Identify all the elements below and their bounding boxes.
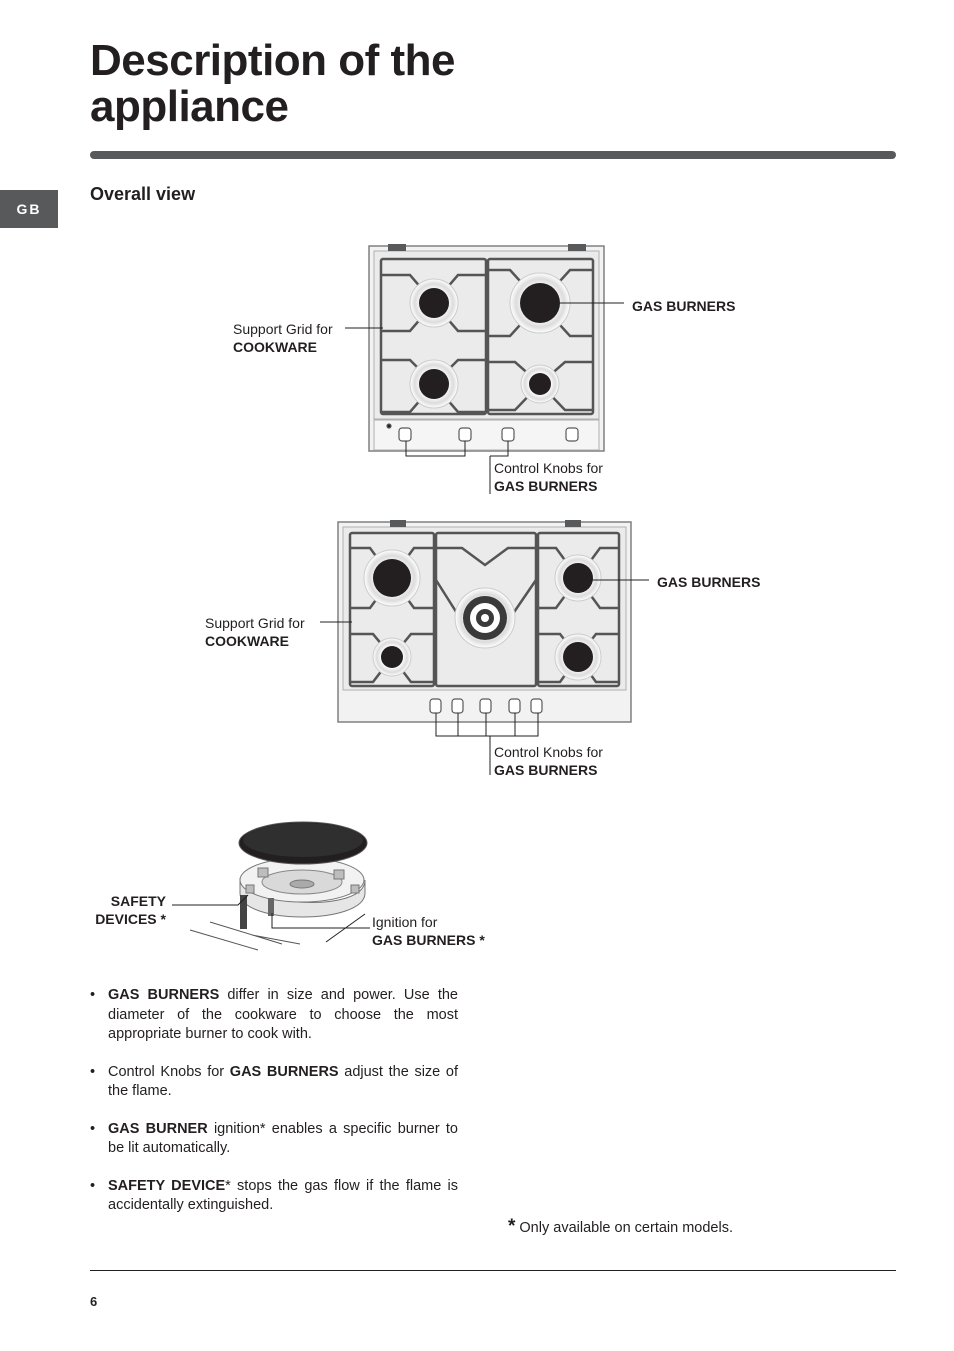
page-title-line2: appliance bbox=[90, 82, 289, 131]
fig1-support-grid-bold: COOKWARE bbox=[233, 339, 317, 355]
feature-bold: GAS BURNERS bbox=[229, 1063, 339, 1080]
feature-text: * stops the gas flow if the flame is acc… bbox=[108, 1177, 459, 1214]
hob-5-knobs bbox=[429, 698, 543, 714]
feature-item: SAFETY DEVICE* stops the gas flow if the… bbox=[90, 1177, 458, 1216]
hob-5-support-grids bbox=[348, 531, 621, 688]
fig2-knobs-text: Control Knobs for bbox=[494, 744, 603, 760]
fig2-gas-burners-label: GAS BURNERS bbox=[657, 574, 761, 590]
fig2-support-grid-label: Support Grid for COOKWARE bbox=[205, 614, 305, 650]
page-title-line1: Description of the bbox=[90, 36, 456, 85]
fig2-knobs-bold: GAS BURNERS bbox=[494, 762, 598, 778]
hob-4-hinge bbox=[568, 244, 586, 251]
fig2-knobs-label: Control Knobs for GAS BURNERS bbox=[494, 743, 603, 779]
feature-bold: SAFETY DEVICE bbox=[108, 1177, 226, 1194]
fig1-knobs-label: Control Knobs for GAS BURNERS bbox=[494, 459, 603, 495]
burner bbox=[520, 283, 560, 323]
feature-item: GAS BURNERS differ in size and power. Us… bbox=[90, 986, 458, 1045]
fig1-support-grid-text: Support Grid for bbox=[233, 321, 333, 337]
fig3-ignition-text: Ignition for bbox=[372, 914, 438, 930]
safety-device-probe bbox=[240, 895, 247, 929]
fig1-knobs-bold: GAS BURNERS bbox=[494, 478, 598, 494]
fig1-gas-burners-label: GAS BURNERS bbox=[632, 298, 736, 314]
language-tab: GB bbox=[0, 190, 58, 228]
fig1-support-grid-label: Support Grid for COOKWARE bbox=[233, 320, 333, 356]
fig3-safety-label: SAFETY DEVICES * bbox=[92, 892, 166, 928]
footnote: *Only available on certain models. bbox=[508, 1216, 733, 1238]
section-heading: Overall view bbox=[90, 184, 196, 204]
ignition-electrode bbox=[268, 898, 274, 916]
burner bbox=[419, 369, 449, 399]
hob-5-hinge bbox=[565, 520, 581, 527]
fig3-safety-line2: DEVICES * bbox=[95, 911, 166, 927]
hob-4-hinge bbox=[388, 244, 406, 251]
hob-4-callouts bbox=[345, 302, 624, 494]
burner bbox=[373, 559, 411, 597]
burner bbox=[563, 563, 593, 593]
hob-4-burners bbox=[409, 272, 571, 409]
fig3-ignition-bold: GAS BURNERS * bbox=[372, 932, 485, 948]
feature-text: adjust the size of the flame. bbox=[108, 1063, 458, 1100]
hob-4-knobs bbox=[386, 423, 579, 442]
feature-text: ignition* enables a specific burner to b… bbox=[108, 1120, 458, 1157]
footnote-text: Only available on certain models. bbox=[519, 1220, 733, 1236]
fig2-support-grid-text: Support Grid for bbox=[205, 615, 305, 631]
hob-5-burner-illustration bbox=[320, 520, 649, 775]
feature-item: Control Knobs for GAS BURNERS adjust the… bbox=[90, 1063, 458, 1102]
page-number: 6 bbox=[90, 1294, 98, 1309]
burner bbox=[563, 642, 593, 672]
feature-item: GAS BURNER ignition* enables a specific … bbox=[90, 1120, 458, 1159]
hob-5-hinge bbox=[390, 520, 406, 527]
fig3-safety-line1: SAFETY bbox=[110, 893, 166, 909]
burner bbox=[419, 288, 449, 318]
hob-5-burners bbox=[363, 549, 602, 681]
feature-bold: GAS BURNER bbox=[108, 1120, 208, 1137]
title-divider bbox=[90, 151, 896, 159]
burner-detail-illustration bbox=[172, 821, 370, 951]
hob-5-callouts bbox=[320, 579, 649, 775]
burner bbox=[529, 373, 551, 395]
footnote-star: * bbox=[508, 1216, 516, 1237]
feature-list: GAS BURNERS differ in size and power. Us… bbox=[90, 986, 458, 1234]
burner bbox=[381, 646, 403, 668]
fig3-ignition-label: Ignition for GAS BURNERS * bbox=[372, 913, 485, 949]
feature-bold: GAS BURNERS bbox=[108, 987, 220, 1003]
feature-text: differ in size and power. Use the diamet… bbox=[108, 987, 458, 1042]
feature-text-pre: Control Knobs for bbox=[108, 1063, 230, 1080]
footer-divider bbox=[90, 1270, 896, 1271]
fig1-knobs-text: Control Knobs for bbox=[494, 460, 603, 476]
hob-4-burner-illustration bbox=[345, 244, 624, 494]
fig2-support-grid-bold: COOKWARE bbox=[205, 633, 289, 649]
page-title: Description of the appliance bbox=[90, 36, 456, 131]
